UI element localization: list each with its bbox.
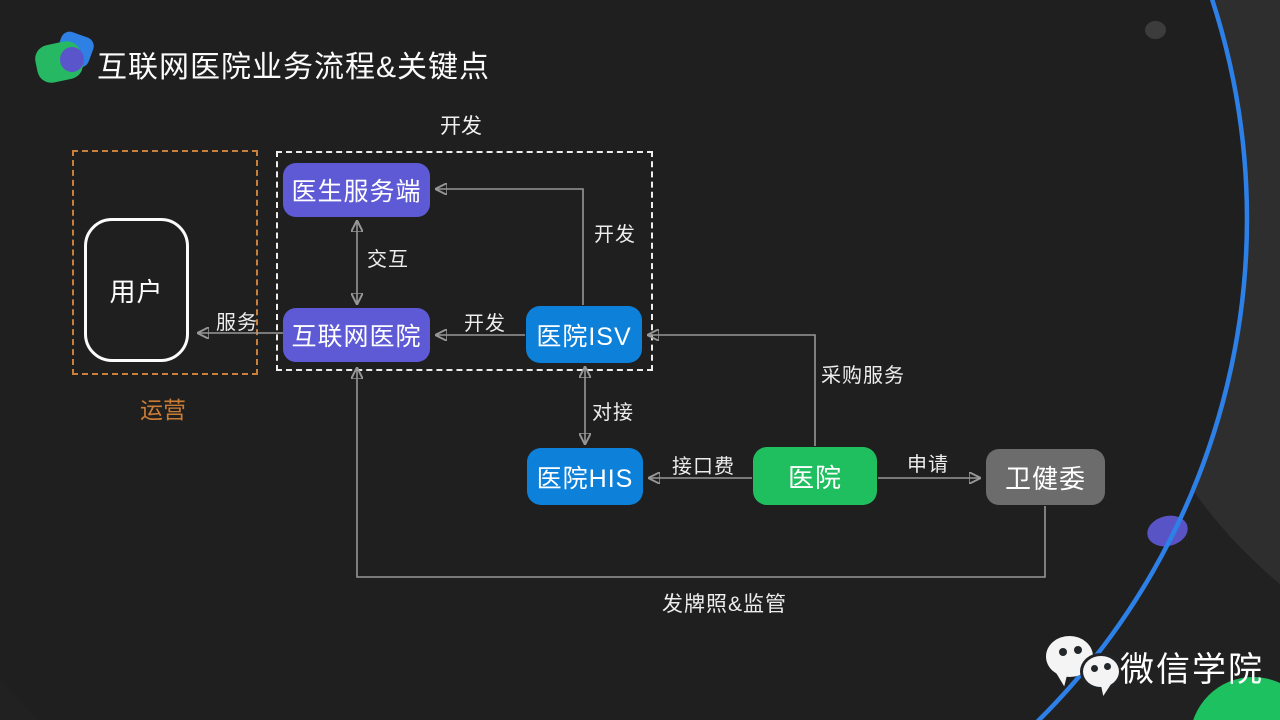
page-title: 互联网医院业务流程&关键点 — [97, 51, 491, 84]
node-user-label: 用户 — [109, 276, 164, 307]
node-health-commission-label: 卫健委 — [1004, 463, 1086, 494]
edge-label-purchase-service: 采购服务 — [821, 365, 905, 387]
brand-logo-icon — [32, 29, 97, 86]
node-health-commission: 卫健委 — [986, 449, 1105, 505]
operation-group-box — [72, 150, 258, 375]
wechat-bubble-small — [1080, 653, 1122, 690]
node-hospital-isv-label: 医院ISV — [536, 322, 632, 351]
node-doctor-client: 医生服务端 — [283, 163, 430, 217]
edge-label-interface-fee: 接口费 — [672, 456, 735, 478]
wechat-eye — [1074, 646, 1082, 654]
node-user: 用户 — [84, 218, 189, 362]
node-hospital-his-label: 医院HIS — [536, 464, 634, 493]
edge-label-develop-isv-to-doctor: 开发 — [594, 224, 636, 246]
node-internet-hospital-label: 互联网医院 — [291, 323, 422, 351]
logo-purple-shape — [60, 47, 84, 72]
edge-label-develop-isv-to-hospital: 开发 — [464, 313, 506, 335]
edge-label-integration: 对接 — [592, 402, 634, 424]
gray-dot-decoration — [1145, 21, 1166, 39]
wechat-eye — [1059, 648, 1067, 656]
wechat-eye — [1091, 665, 1098, 672]
edge-label-service: 服务 — [216, 312, 258, 334]
node-hospital-label: 医院 — [787, 462, 842, 493]
node-hospital-isv: 医院ISV — [526, 306, 642, 363]
development-group-label: 开发 — [440, 115, 482, 138]
operation-group-label: 运营 — [140, 397, 186, 423]
node-doctor-client-label: 医生服务端 — [291, 178, 422, 206]
wechat-bubble-big-tail — [1051, 670, 1068, 687]
wechat-eye — [1104, 663, 1111, 670]
node-hospital: 医院 — [753, 447, 877, 505]
edge-label-license-supervision: 发牌照&监管 — [662, 593, 788, 616]
node-internet-hospital: 互联网医院 — [283, 308, 430, 362]
edge-label-interaction: 交互 — [367, 249, 409, 271]
wechat-bubble-small-tail — [1100, 682, 1115, 697]
node-hospital-his: 医院HIS — [527, 448, 643, 505]
edge-label-apply: 申请 — [907, 454, 949, 476]
wechat-logo-icon — [1046, 634, 1124, 697]
brand-text: 微信学院 — [1120, 651, 1264, 689]
